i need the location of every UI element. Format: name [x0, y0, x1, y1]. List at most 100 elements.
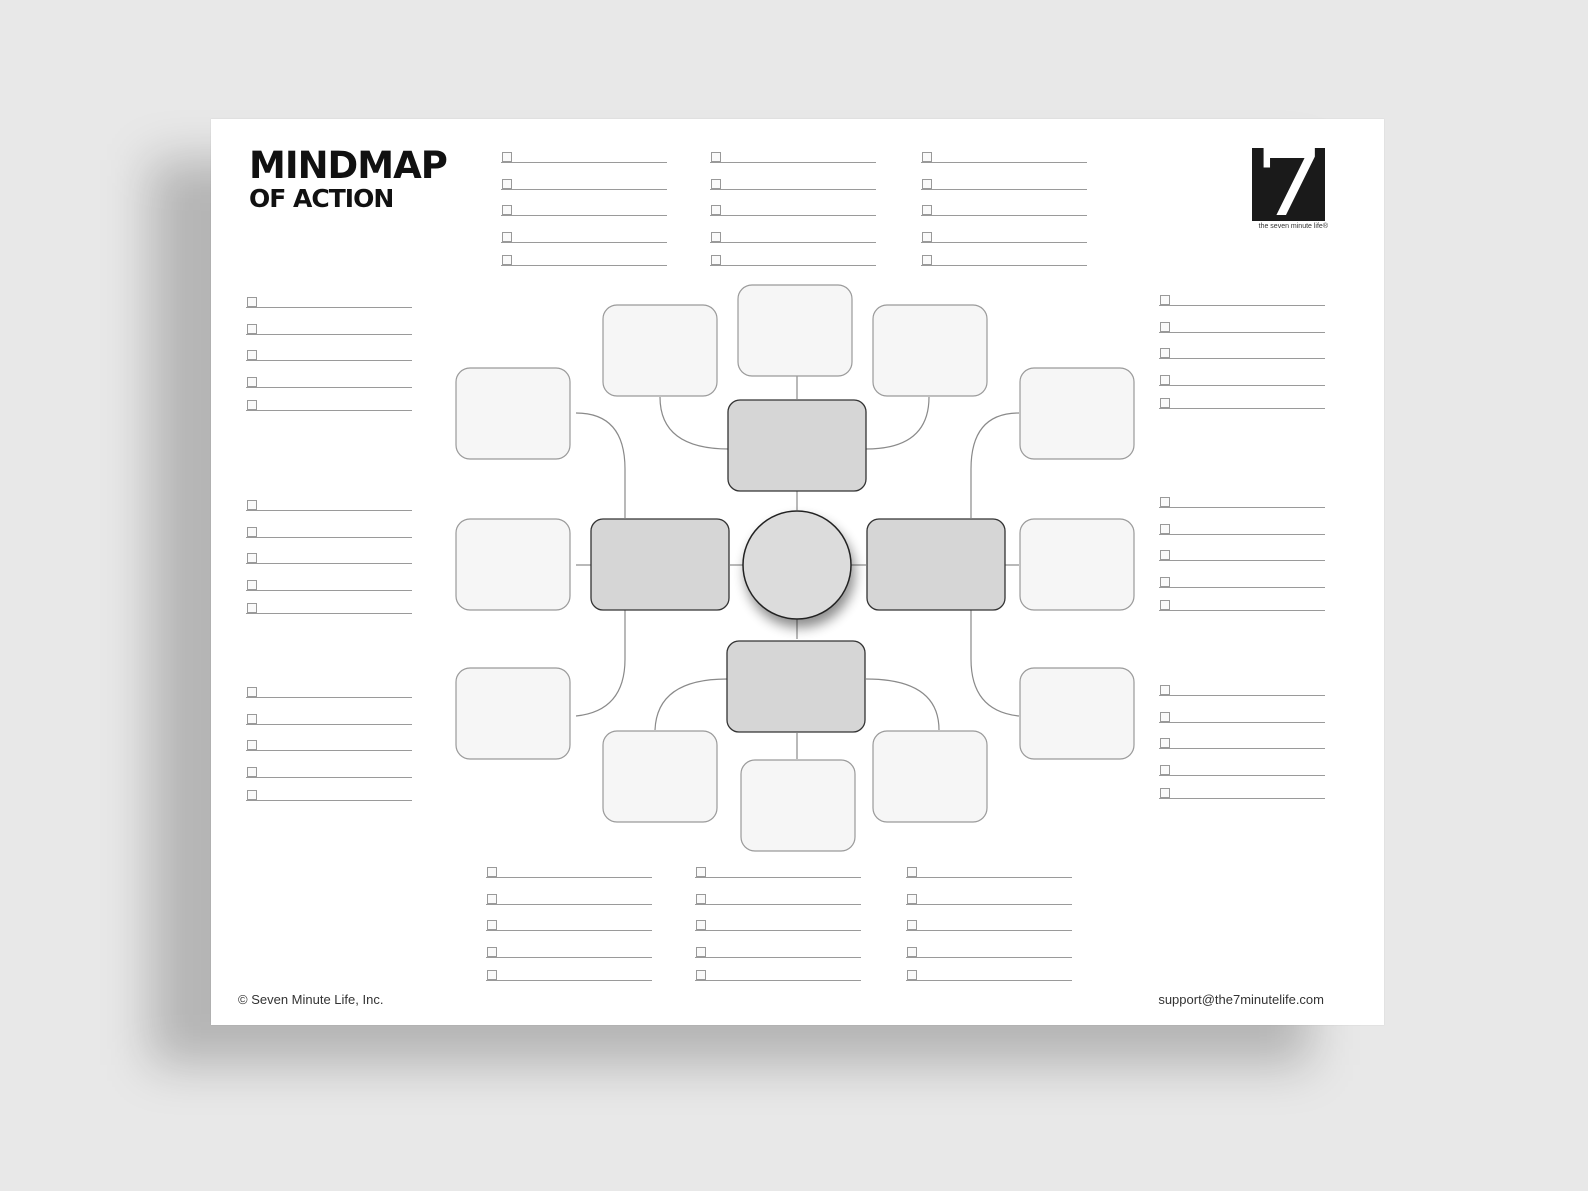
- checkbox-icon: [247, 740, 257, 750]
- checklist-item: [1159, 369, 1325, 392]
- writing-line: [695, 956, 861, 958]
- writing-line: [921, 162, 1087, 163]
- primary-node-right: [866, 518, 1006, 611]
- checkbox-icon: [696, 867, 706, 877]
- checkbox-icon: [711, 152, 721, 162]
- checklist-item: [1159, 594, 1325, 621]
- logo-tagline: the seven minute life®: [1258, 223, 1328, 230]
- writing-line: [710, 162, 876, 163]
- writing-line: [501, 188, 667, 190]
- writing-line: [246, 612, 412, 614]
- checklist-item: [1159, 571, 1325, 594]
- checkbox-icon: [1160, 685, 1170, 695]
- checklist-right-1: [1159, 289, 1325, 418]
- checklist-item: [906, 914, 1072, 941]
- checkbox-icon: [711, 205, 721, 215]
- checkbox-icon: [502, 231, 512, 242]
- checklist-item: [246, 734, 412, 761]
- checkbox-icon: [1160, 295, 1170, 305]
- checklist-item: [486, 914, 652, 941]
- checkbox-icon: [696, 946, 706, 957]
- checklist-item: [695, 964, 861, 991]
- checklist-item: [695, 914, 861, 941]
- primary-node-left: [590, 518, 730, 611]
- writing-line: [486, 877, 652, 878]
- writing-line: [710, 215, 876, 216]
- support-email: support@the7minutelife.com: [1158, 992, 1324, 1007]
- writing-line: [246, 409, 412, 411]
- checklist-item: [246, 521, 412, 548]
- title-line-2: OF ACTION: [249, 184, 394, 213]
- writing-line: [246, 799, 412, 801]
- writing-line: [246, 589, 412, 591]
- checklist-item: [710, 199, 876, 226]
- checklist-top-1: [501, 146, 667, 275]
- checkbox-icon: [1160, 397, 1170, 408]
- checklist-item: [501, 199, 667, 226]
- writing-line: [501, 162, 667, 163]
- checklist-top-3: [921, 146, 1087, 275]
- checkbox-icon: [487, 867, 497, 877]
- checkbox-icon: [1160, 348, 1170, 358]
- checkbox-icon: [1160, 599, 1170, 610]
- checkbox-icon: [247, 713, 257, 724]
- checklist-item: [695, 861, 861, 888]
- writing-line: [1159, 384, 1325, 386]
- checklist-item: [246, 708, 412, 735]
- checkbox-icon: [907, 920, 917, 930]
- primary-nodes: [590, 399, 1006, 733]
- checklist-item: [1159, 316, 1325, 343]
- checklist-item: [246, 547, 412, 574]
- checklist-item: [486, 888, 652, 915]
- writing-line: [906, 956, 1072, 958]
- writing-line: [1159, 774, 1325, 776]
- checklist-item: [501, 146, 667, 173]
- writing-line: [1159, 797, 1325, 799]
- checklist-item: [246, 371, 412, 394]
- writing-line: [501, 215, 667, 216]
- checkbox-icon: [696, 893, 706, 904]
- writing-line: [1159, 507, 1325, 508]
- checkbox-icon: [247, 553, 257, 563]
- writing-line: [246, 750, 412, 751]
- connector-lines: [575, 375, 1020, 759]
- writing-line: [246, 510, 412, 511]
- checkbox-icon: [247, 526, 257, 537]
- writing-line: [486, 903, 652, 905]
- checklist-item: [1159, 732, 1325, 759]
- writing-line: [246, 563, 412, 564]
- checkbox-icon: [502, 152, 512, 162]
- writing-line: [1159, 533, 1325, 535]
- writing-line: [906, 877, 1072, 878]
- checkbox-icon: [247, 766, 257, 777]
- checklist-item: [921, 226, 1087, 249]
- writing-line: [921, 264, 1087, 266]
- checkbox-icon: [1160, 497, 1170, 507]
- writing-line: [906, 903, 1072, 905]
- checklist-item: [1159, 491, 1325, 518]
- checkbox-icon: [922, 254, 932, 265]
- checkbox-icon: [711, 254, 721, 265]
- checklist-item: [246, 681, 412, 708]
- writing-line: [246, 333, 412, 335]
- checkbox-icon: [922, 152, 932, 162]
- checkbox-icon: [907, 867, 917, 877]
- checklist-item: [906, 941, 1072, 964]
- checklist-item: [710, 173, 876, 200]
- writing-line: [246, 536, 412, 538]
- node-left-bottom: [455, 667, 571, 760]
- node-bottom-right: [872, 730, 988, 823]
- checklist-item: [1159, 289, 1325, 316]
- checkbox-icon: [1160, 523, 1170, 534]
- checkbox-icon: [1160, 738, 1170, 748]
- checklist-item: [1159, 544, 1325, 571]
- writing-line: [501, 241, 667, 243]
- seven-minute-life-logo: 7 the seven minute life®: [1252, 148, 1328, 230]
- checkbox-icon: [1160, 374, 1170, 385]
- checkbox-icon: [247, 687, 257, 697]
- mindmap-diagram: [455, 284, 1135, 852]
- checkbox-icon: [1160, 576, 1170, 587]
- checkbox-icon: [711, 231, 721, 242]
- checklist-left-3: [246, 681, 412, 810]
- checkbox-icon: [907, 946, 917, 957]
